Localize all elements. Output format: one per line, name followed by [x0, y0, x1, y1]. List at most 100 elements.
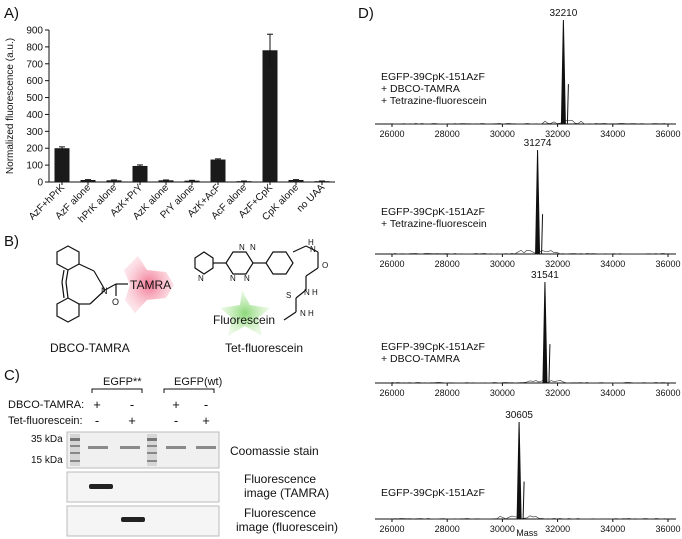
x-tick-label: 34000: [600, 524, 625, 534]
spectrum-sample-label: + DBCO-TAMRA: [381, 353, 460, 365]
protein-band: [166, 446, 186, 449]
lane-mark: -: [174, 413, 178, 428]
marker-band: [147, 452, 157, 454]
y-axis-label: Normalized fluorescence (a.u.): [5, 38, 16, 174]
y-tick-label: 300: [26, 127, 43, 138]
caption-tamra-line2: image (TAMRA): [244, 486, 329, 500]
lane-mark: +: [172, 397, 180, 412]
atom-s: S: [286, 291, 291, 300]
lane-mark: +: [202, 413, 210, 428]
lane-mark: +: [93, 397, 101, 412]
fluorescein-label: Fluorescein: [213, 313, 275, 327]
main-peak: [561, 20, 565, 124]
x-tick-label: 28000: [435, 259, 460, 269]
spectrum-sample-label: + DBCO-TAMRA: [381, 83, 460, 95]
x-tick-label: 26000: [379, 129, 404, 139]
atom-h: H: [312, 288, 318, 297]
side-peak: [567, 84, 568, 124]
x-tick-label: 34000: [600, 129, 625, 139]
spectrum-sample-label: + Tetrazine-fluorescein: [381, 218, 487, 230]
main-peak: [517, 422, 521, 519]
caption-fluorescein-line1: Fluorescence: [244, 506, 316, 520]
atom-n: N: [300, 309, 306, 318]
fluorescein-band: [121, 517, 145, 522]
protein-band: [196, 446, 216, 449]
atom-n: N: [244, 274, 250, 283]
x-axis-label: Mass: [516, 528, 538, 538]
protein-band: [120, 446, 140, 449]
atom-n: N: [310, 245, 316, 254]
tamra-label: TAMRA: [130, 278, 171, 292]
y-tick-label: 200: [26, 144, 43, 155]
bracket: [164, 389, 214, 393]
caption-coomassie: Coomassie stain: [230, 444, 319, 458]
spectrum-noise: [392, 120, 665, 124]
main-peak: [543, 282, 547, 383]
side-peak: [549, 344, 550, 383]
spectrum-sample-label: EGFP-39CpK-151AzF: [381, 71, 485, 83]
y-tick-label: 500: [26, 93, 43, 104]
x-tick-label: 26000: [379, 388, 404, 398]
coomassie-gel-image: [67, 432, 219, 468]
group-label-egfp-mutant: EGFP**: [103, 376, 142, 388]
atom-o: O: [322, 261, 328, 270]
bracket: [92, 389, 142, 393]
spectrum-noise: [392, 250, 665, 254]
bar: [263, 50, 278, 182]
x-tick-label: 36000: [655, 524, 680, 534]
y-tick-label: 600: [26, 76, 43, 87]
atom-n: N: [239, 243, 245, 252]
spectrum-sample-label: EGFP-39CpK-151AzF: [381, 206, 485, 218]
marker-band: [70, 438, 80, 441]
marker-band: [147, 445, 157, 447]
main-peak: [536, 150, 540, 254]
x-tick-label: 30000: [490, 259, 515, 269]
bar-chart: Normalized fluorescence (a.u.) 010020030…: [5, 26, 335, 226]
panel-label-a: A): [4, 5, 19, 22]
dbco-tamra-structure: N O TAMRA DBCO-TAMRA: [50, 246, 174, 355]
row-label-dbco: DBCO-TAMRA:: [8, 399, 84, 411]
mw-marker-15: 15 kDa: [31, 455, 63, 466]
atom-n: N: [101, 286, 108, 296]
panel-label-d: D): [358, 5, 374, 22]
atom-n: N: [304, 288, 310, 297]
marker-band: [70, 445, 80, 447]
x-tick-label: 32000: [545, 388, 570, 398]
x-tick-label: 26000: [379, 259, 404, 269]
atom-h: H: [308, 309, 314, 318]
y-tick-label: 700: [26, 59, 43, 70]
mw-marker-35: 35 kDa: [31, 434, 63, 445]
gel-panel: C) EGFP** EGFP(wt) DBCO-TAMRA: Tet-fluor…: [4, 367, 338, 536]
x-tick-label: 36000: [655, 388, 680, 398]
x-tick-label: 36000: [655, 129, 680, 139]
x-tick-label: 32000: [545, 524, 570, 534]
marker-band: [70, 460, 80, 462]
lane-mark: -: [95, 413, 99, 428]
y-tick-label: 900: [26, 26, 43, 37]
peak-label: 30605: [505, 410, 533, 421]
bar: [211, 160, 226, 182]
peak-label: 31541: [531, 270, 559, 281]
lane-mark: -: [204, 397, 208, 412]
group-label-egfp-wt: EGFP(wt): [174, 376, 222, 388]
x-tick-label: 30000: [490, 524, 515, 534]
y-tick-label: 800: [26, 42, 43, 53]
tet-fluorescein-caption: Tet-fluorescein: [225, 341, 303, 355]
x-tick-label: 30000: [490, 388, 515, 398]
tet-fluorescein-structure: N N N N N H N O S N H N H Fluorescein Te…: [195, 238, 328, 355]
dbco-tamra-caption: DBCO-TAMRA: [50, 341, 130, 355]
x-tick-label: 34000: [600, 388, 625, 398]
peak-label: 32210: [549, 8, 577, 19]
spectrum-sample-label: + Tetrazine-fluorescein: [381, 95, 487, 107]
x-tick-label: 30000: [490, 129, 515, 139]
x-tick-label: 28000: [435, 129, 460, 139]
row-label-tet: Tet-fluorescein:: [8, 415, 83, 427]
caption-fluorescein-line2: image (fluorescein): [236, 520, 338, 534]
spectrum-sample-label: EGFP-39CpK-151AzF: [381, 341, 485, 353]
x-tick-label: 28000: [435, 524, 460, 534]
y-tick-label: 400: [26, 110, 43, 121]
atom-o: O: [112, 297, 119, 307]
bar: [55, 148, 70, 182]
panel-label-c: C): [4, 367, 20, 384]
